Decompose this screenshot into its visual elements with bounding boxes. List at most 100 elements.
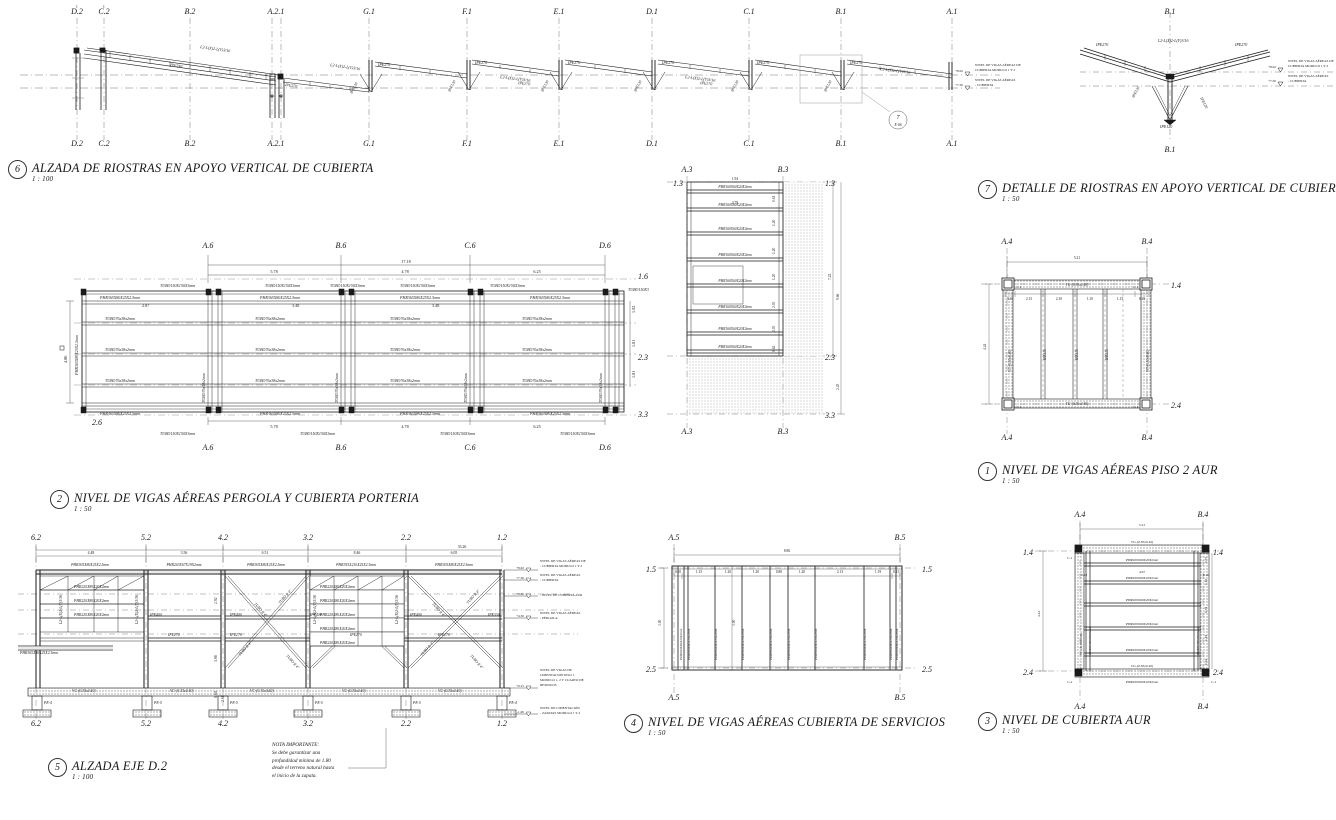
grid-label: A.4 [1001, 433, 1013, 442]
grid-label: B.1 [1165, 7, 1176, 16]
footing-tag: PE-4 [508, 701, 517, 705]
footing-tag: PE-5 [153, 701, 162, 705]
level-label: NIVEL DE VIGAS AÉREAS DE [1288, 58, 1334, 63]
member-tag: VC-(0.30x0.40) [1008, 349, 1012, 372]
note-leader [348, 728, 387, 769]
member-tag: VC-(0.30x0.40) [1146, 349, 1150, 372]
member-tag: PHR160X60X20X2mm [717, 345, 752, 349]
dimension-value: 6.25 [533, 269, 540, 274]
dimension-value: 5.21 [1139, 523, 1145, 527]
grid-label: 3.2 [302, 719, 313, 728]
member-tag: PHR160X60X20X2mm [717, 279, 752, 283]
member-tag: TUBO150X150X3mm [265, 283, 300, 288]
view-scale: 1 : 50 [1002, 727, 1020, 736]
member-tag: PHR160X60X20X2mm [679, 628, 683, 661]
member-tag: L2-L(X)2-L(Y)3/16 [59, 595, 63, 625]
member-tag: TUBO76x38x2mm [463, 373, 468, 403]
view-2-titleblock: 2 NIVEL DE VIGAS AÉREAS PERGOLA Y CUBIER… [50, 490, 419, 513]
grid-label: B.4 [1198, 510, 1209, 519]
grid-label: A.3 [681, 165, 693, 174]
member-tag: IPE115 [1075, 349, 1079, 361]
level-label: NIVEL DE VIGAS AÉREAS DE [975, 62, 1021, 67]
grid-label: B.1 [836, 139, 847, 148]
level-mark: -1.00 [517, 710, 524, 714]
member-tag: TUBO76x38x2mm [598, 373, 603, 403]
member-tag: IPE270 [167, 633, 180, 637]
footing-tag: PE-5 [314, 701, 323, 705]
level-label: NIVEL DE CIMENTACIÓN [540, 705, 580, 710]
view-4-titleblock: 4 NIVEL DE VIGAS AÉREAS CUBIERTA DE SERV… [624, 714, 945, 737]
member-tag: IPE270 [1234, 42, 1247, 47]
grid-label: A.6 [202, 443, 214, 452]
grid-label: 6.2 [31, 533, 41, 542]
column-tag: C-1 [1016, 285, 1021, 289]
grid-label: 1.2 [497, 719, 507, 728]
grid-label: B.5 [895, 533, 906, 542]
grid-label: 3.3 [824, 411, 835, 420]
member-tag: PHR160X60X20X2mm [863, 628, 867, 661]
view-3-titleblock: 3 NIVEL DE CUBIERTA AUR 1 : 50 [978, 712, 1151, 735]
view-6-elevation-riostras: D.2 C.2 B.2 A.2.1 G.1 F.1 E.1 D.1 C.1 B.… [20, 4, 1021, 148]
member-tag: PHR160X60X20X2mm [1125, 598, 1159, 602]
member-tag: IPE270 [377, 62, 390, 67]
dimension-value: 1.15 [1117, 297, 1123, 301]
member-tag: IPE120 [446, 79, 457, 93]
member-tag: IPE120 [729, 79, 740, 93]
dimension-value: 5.21 [1074, 256, 1080, 260]
dimension-value: 4.78 [401, 269, 408, 274]
member-tag: TUBO R 4" [238, 641, 253, 657]
level-label: - CUBIERTA [540, 578, 559, 582]
dimension-value: 4.97 [1139, 570, 1145, 574]
member-tag: PHR220X80X20X2mm [319, 641, 355, 645]
level-mark: +7.50 [1268, 79, 1276, 83]
member-tag: IPE270 [349, 633, 362, 637]
member-tag: TUBO76x38x2mm [201, 373, 206, 403]
member-tag: TUBO100x50x3mm [1088, 627, 1092, 655]
member-tag: VC-(0.35x0.40) [170, 689, 194, 693]
grid-label: D.1 [645, 7, 658, 16]
member-tag: IPE120 [822, 79, 833, 93]
member-tag: IPE270 [661, 60, 674, 65]
footing-tag: PE-4 [43, 701, 52, 705]
dimension-value: 3.79 [732, 201, 738, 205]
level-label: NIVEL DE VIGAS DE [540, 668, 572, 672]
view-scale: 1 : 50 [1002, 477, 1020, 486]
dimension-value: 0.60 [214, 691, 218, 698]
dimension-value: 0.10 [1203, 573, 1209, 577]
dimension-value: 1.81 [631, 340, 636, 347]
dimension-value: 2.13 [837, 570, 843, 574]
grid-label: 2.4 [1213, 668, 1223, 677]
grid-label: D.2 [70, 7, 83, 16]
view-number-bubble: 6 [8, 160, 27, 179]
member-tag: PHR160X60X20X2mm [1125, 680, 1159, 684]
column-tag: C-1 [1067, 556, 1073, 560]
grid-label: B.5 [895, 693, 906, 702]
level-mark: +7.50 [955, 83, 963, 87]
member-tag: PHR365X80X25X2.5mm [529, 295, 570, 300]
note-line: el inicio de la zapata. [272, 773, 317, 780]
member-tag: TUBO150X150X3mm [160, 283, 195, 288]
level-label: RESIDUOS [540, 683, 557, 687]
grid-label: D.1 [645, 139, 658, 148]
dimension-value: 4.48 [88, 551, 95, 555]
view-4-plan-cubierta-servicios: A.5 B.5 A.5 B.5 1.5 1.5 2.5 2.5 [646, 533, 932, 702]
member-tag: VC-(0.35x0.40) [72, 689, 96, 693]
grid-label: C.2 [98, 7, 109, 16]
member-tag: TUBO150X150X3mm [560, 431, 595, 436]
view-title: ALZADA DE RIOSTRAS EN APOYO VERTICAL DE … [32, 161, 374, 175]
level-label: CUBIERTA MODULO 1 Y 2 [975, 68, 1015, 72]
grid-label: 1.4 [1213, 548, 1223, 557]
member-tag: TUBO76x38x2mm [522, 378, 552, 383]
dimension-value: 0.80 [776, 570, 782, 574]
level-label: NIVEL DE VIGAS AÉREAS [975, 77, 1016, 82]
grid-label: A.4 [1074, 510, 1086, 519]
grid-label: B.6 [336, 443, 347, 452]
member-tag: TUBO150X150X3mm [160, 431, 195, 436]
view-scale: 1 : 50 [648, 729, 666, 738]
member-tag: PHR160X60X20X2mm [714, 628, 718, 661]
grid-label: B.1 [1165, 145, 1176, 154]
view-1-titleblock: 1 NIVEL DE VIGAS AÉREAS PISO 2 AUR 1 : 5… [978, 462, 1218, 485]
member-tag: PHR160X60X20X2mm [717, 253, 752, 257]
member-tag: TUBO76x38x2mm [255, 378, 285, 383]
member-tag: TUBO R 4" [466, 589, 481, 605]
